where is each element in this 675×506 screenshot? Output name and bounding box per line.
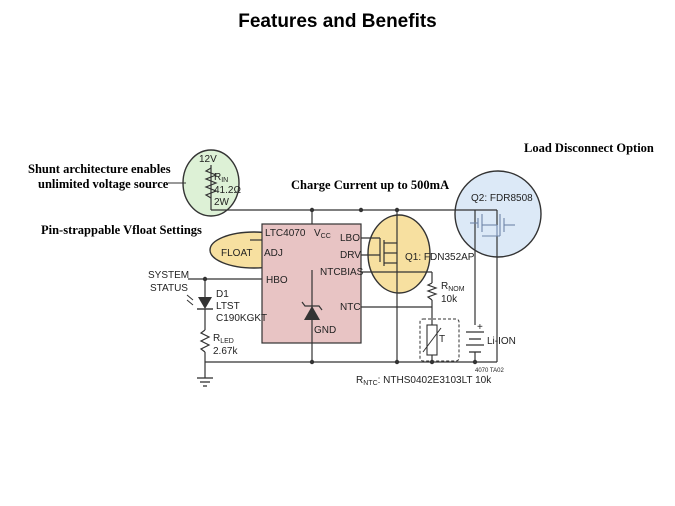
rled-resistor-icon [199, 329, 211, 353]
ntc-thermistor-dashed-box [419, 318, 460, 362]
label-d1-part2: C190KGKT [216, 313, 267, 324]
led-d1-icon [186, 294, 213, 310]
q1-pmos-transistor-icon [379, 235, 398, 266]
label-d1-part1: LTST [216, 301, 240, 312]
callout-pin-strap: Pin-strappable Vfloat Settings [41, 223, 202, 237]
label-rin-watt: 2W [214, 197, 230, 208]
ground-icon [197, 377, 213, 387]
vcc-v: V [314, 228, 321, 239]
label-rnom: RNOM [441, 281, 465, 293]
label-vcc: VCC [314, 228, 331, 240]
rnom-sub: NOM [448, 286, 465, 293]
label-ic-name: LTC4070 [265, 228, 306, 239]
callout-load-disconnect: Load Disconnect Option [524, 141, 654, 155]
label-pin-ntcbias: NTCBIAS [320, 267, 364, 278]
label-rnom-value: 10k [441, 294, 458, 305]
rin-resistor-icon [204, 167, 218, 199]
label-rled-value: 2.67k [213, 346, 238, 357]
zener-diode-icon [301, 270, 323, 343]
circuit-wires [188, 165, 498, 378]
label-q2: Q2: FDR8508 [471, 193, 533, 204]
label-d1: D1 [216, 289, 229, 300]
label-system-status-1: SYSTEM [148, 270, 189, 281]
label-rin: RIN [214, 172, 228, 184]
label-system-status-2: STATUS [150, 283, 188, 294]
rnom-resistor-icon [426, 282, 438, 301]
label-pin-hbo: HBO [266, 275, 288, 286]
callout-shunt-line2: unlimited voltage source [38, 177, 169, 191]
callout-shunt-line1: Shunt architecture enables [28, 162, 171, 176]
battery-icon [466, 331, 484, 353]
rntc-r: R [356, 375, 363, 386]
junction-dots [202, 207, 478, 365]
label-battery: Li-ION [487, 336, 516, 347]
q2-mosfet-icon [470, 214, 515, 237]
label-rled: RLED [213, 333, 234, 345]
rled-r: R [213, 333, 220, 344]
thermistor-icon [422, 324, 442, 356]
label-pin-gnd: GND [314, 325, 336, 336]
rin-sub: IN [221, 177, 228, 184]
label-pin-adj: ADJ [264, 248, 283, 259]
rntc-val: : NTHS0402E3103LT 10k [378, 375, 493, 386]
callout-charge-current: Charge Current up to 500mA [291, 178, 449, 192]
label-q1: Q1: FDN352AP [405, 252, 475, 263]
rntc-sub: NTC [363, 380, 377, 387]
slide-title: Features and Benefits [238, 11, 437, 32]
label-pin-float: FLOAT [221, 248, 252, 259]
load-disconnect-highlight-circle [454, 170, 542, 258]
label-pin-ntc: NTC [340, 302, 361, 313]
rin-r: R [214, 172, 221, 183]
label-pin-lbo: LBO [340, 233, 360, 244]
label-battery-plus: + [477, 322, 483, 333]
label-rin-value: 41.2Ω [214, 185, 241, 196]
label-pin-drv: DRV [340, 250, 361, 261]
label-12v: 12V [199, 154, 217, 165]
label-rntc: RNTC: NTHS0402E3103LT 10k [356, 375, 492, 387]
label-thermistor-t: T [439, 334, 445, 345]
label-fig-tag: 4070 TA02 [475, 368, 504, 374]
charge-current-highlight-ellipse [367, 214, 431, 294]
rnom-r: R [441, 281, 448, 292]
rled-sub: LED [220, 338, 234, 345]
vcc-sub: CC [321, 233, 331, 240]
